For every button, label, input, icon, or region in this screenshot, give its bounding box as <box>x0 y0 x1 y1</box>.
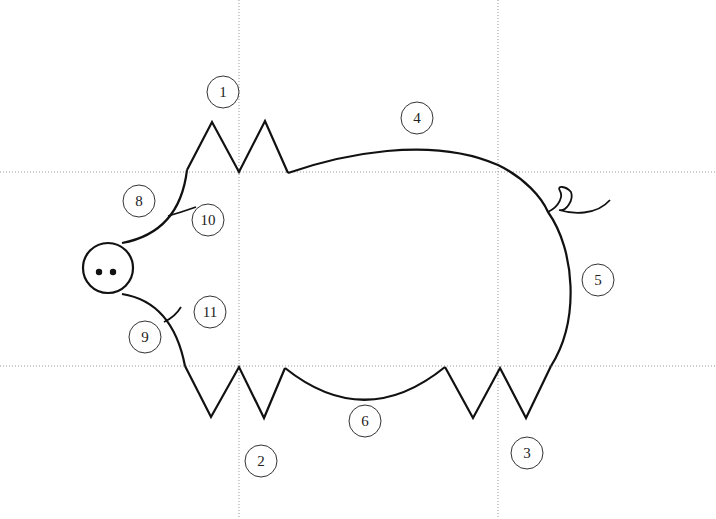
callout-number: 4 <box>402 103 432 133</box>
callout-ring <box>511 437 543 469</box>
callout-number: 1 <box>208 77 238 107</box>
callout-ring <box>245 445 277 477</box>
callout-ring <box>129 321 161 353</box>
hind-legs <box>445 366 551 418</box>
callout-ring <box>349 405 381 437</box>
grid-line <box>0 366 716 367</box>
grid-line <box>0 172 716 173</box>
ear-line <box>168 207 196 216</box>
callout-number: 3 <box>512 438 542 468</box>
snout <box>83 243 133 293</box>
callout-number: 5 <box>583 265 613 295</box>
nostril <box>96 269 102 275</box>
back-curve <box>288 150 571 366</box>
grid-line <box>498 0 499 519</box>
callout-ring <box>582 264 614 296</box>
callout-ring <box>123 185 155 217</box>
callout-ring <box>192 204 224 236</box>
callout-number: 9 <box>130 322 160 352</box>
ear-spikes <box>187 121 288 173</box>
pig-outline <box>83 121 610 418</box>
callout-number: 11 <box>195 297 225 327</box>
nostril <box>110 269 116 275</box>
jaw-curve <box>122 294 185 366</box>
callout-rings <box>123 76 614 477</box>
head-curve <box>122 170 187 243</box>
ear-line <box>164 307 181 322</box>
callout-number: 10 <box>193 205 223 235</box>
callout-number: 2 <box>246 446 276 476</box>
callout-number: 6 <box>350 406 380 436</box>
front-legs <box>185 366 285 418</box>
callout-ring <box>401 102 433 134</box>
belly-curve <box>285 367 445 400</box>
callout-ring <box>207 76 239 108</box>
grid-line <box>239 0 240 519</box>
callout-ring <box>194 296 226 328</box>
tail <box>548 187 610 213</box>
callout-number: 8 <box>124 186 154 216</box>
